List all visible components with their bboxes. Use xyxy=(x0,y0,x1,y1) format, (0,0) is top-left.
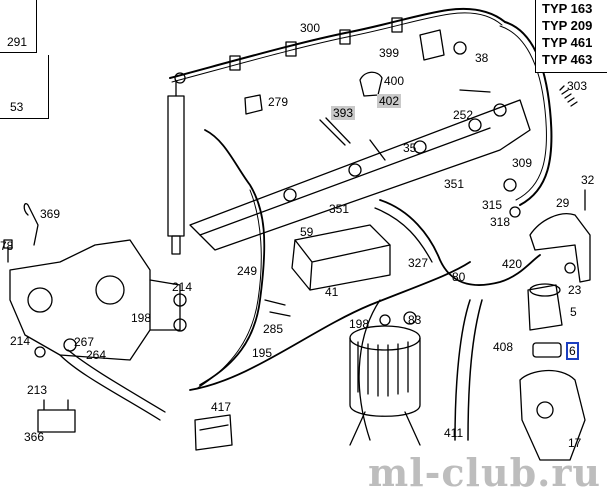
part-label: 411 xyxy=(444,426,464,440)
bracket-369 xyxy=(23,203,39,246)
injector xyxy=(167,81,185,255)
high-pressure-pump xyxy=(9,239,181,421)
pipe-195 xyxy=(189,261,471,391)
highlighted-part-393: 393 xyxy=(331,106,356,120)
pipe-408 xyxy=(454,299,483,441)
pipe-249 xyxy=(195,129,266,390)
part-label: 291 xyxy=(7,35,28,49)
part-label: 309 xyxy=(512,156,533,170)
vehicle-type-box: TYP 163 TYP 209 TYP 461 TYP 463 xyxy=(535,0,607,73)
part-label: 59 xyxy=(300,225,314,239)
inset-box-291 xyxy=(0,0,37,53)
part-label: 369 xyxy=(40,207,61,221)
return-line-300 xyxy=(169,7,506,84)
part-label: 249 xyxy=(237,264,258,278)
part-label: 300 xyxy=(300,21,321,35)
watermark: ml-club.ru xyxy=(368,450,602,495)
small-parts xyxy=(34,29,586,358)
part-label: 402 xyxy=(377,94,402,108)
bracket-29 xyxy=(529,213,591,283)
bolt-78 xyxy=(3,239,13,263)
part-label: 318 xyxy=(490,215,511,229)
part-label: 351 xyxy=(329,202,350,216)
part-label: 78 xyxy=(0,239,14,253)
part-label: 327 xyxy=(408,256,429,270)
clip-366 xyxy=(37,399,76,433)
part-label: 41 xyxy=(325,285,339,299)
part-label: 214 xyxy=(10,334,31,348)
part-label: 393 xyxy=(331,106,356,120)
part-label: 279 xyxy=(268,95,289,109)
part-label: 285 xyxy=(263,322,284,336)
clamp-417 xyxy=(194,414,233,451)
part-label: 400 xyxy=(384,74,405,88)
type-line: TYP 209 xyxy=(542,18,593,33)
fuel-filter xyxy=(349,325,421,446)
part-label: 264 xyxy=(86,348,107,362)
part-label: 38 xyxy=(475,51,489,65)
part-label: 399 xyxy=(379,46,400,60)
part-label: 351 xyxy=(444,177,465,191)
fuel-rail xyxy=(189,99,531,251)
part-label: 29 xyxy=(556,196,570,210)
part-label: 195 xyxy=(252,346,273,360)
part-label: 417 xyxy=(211,400,232,414)
type-line: TYP 461 xyxy=(542,35,593,50)
part-label: 5 xyxy=(570,305,577,319)
part-label: 198 xyxy=(349,317,370,331)
part-label: 214 xyxy=(172,280,193,294)
part-label: 198 xyxy=(131,311,152,325)
part-label: 267 xyxy=(74,335,95,349)
highlighted-part-6: 6 xyxy=(566,342,579,360)
part-label: 252 xyxy=(453,108,474,122)
return-loop-line xyxy=(499,21,553,206)
part-label: 23 xyxy=(568,283,582,297)
hose-303 xyxy=(559,85,578,107)
module-41 xyxy=(291,224,391,291)
part-label: 213 xyxy=(27,383,48,397)
gasket-6 xyxy=(532,342,562,358)
housing-17 xyxy=(519,369,586,461)
pipe-327-80 xyxy=(374,199,541,286)
part-label: 83 xyxy=(408,313,422,327)
part-label: 80 xyxy=(452,270,466,284)
part-label: 408 xyxy=(493,340,514,354)
inset-box-53 xyxy=(0,55,49,119)
part-label: 315 xyxy=(482,198,503,212)
valve-5 xyxy=(527,283,563,331)
part-label: 35 xyxy=(403,141,417,155)
type-line: TYP 163 xyxy=(542,1,593,16)
type-line: TYP 463 xyxy=(542,52,593,67)
part-label: 53 xyxy=(10,100,24,114)
part-label: 366 xyxy=(24,430,45,444)
pipe-411 xyxy=(358,299,381,441)
highlighted-part-402: 402 xyxy=(377,94,402,108)
part-label: 17 xyxy=(568,436,582,450)
part-label: 303 xyxy=(567,79,588,93)
part-label: 6 xyxy=(566,342,579,360)
part-label: 420 xyxy=(502,257,523,271)
part-label: 32 xyxy=(581,173,595,187)
